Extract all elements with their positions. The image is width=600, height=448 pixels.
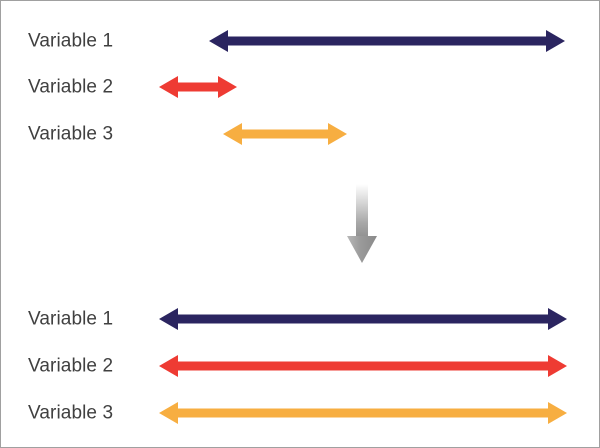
transition-group [347, 184, 377, 268]
after-row-2-label: Variable 2 [28, 355, 114, 377]
before-row-3-label: Variable 3 [28, 123, 114, 145]
after-row-1-label: Variable 1 [28, 308, 114, 330]
after-row-1-arrow [159, 308, 567, 330]
down-arrow-icon [347, 184, 377, 263]
before-row-1-label: Variable 1 [28, 30, 114, 52]
after-row-3-arrow [159, 402, 567, 424]
after-row-3-label: Variable 3 [28, 402, 114, 424]
before-row-2-label: Variable 2 [28, 76, 114, 98]
before-row-1-arrow [209, 30, 565, 52]
before-row-2-arrow [159, 76, 237, 98]
before-row-3-arrow [223, 123, 347, 145]
after-row-2-arrow [159, 355, 567, 377]
